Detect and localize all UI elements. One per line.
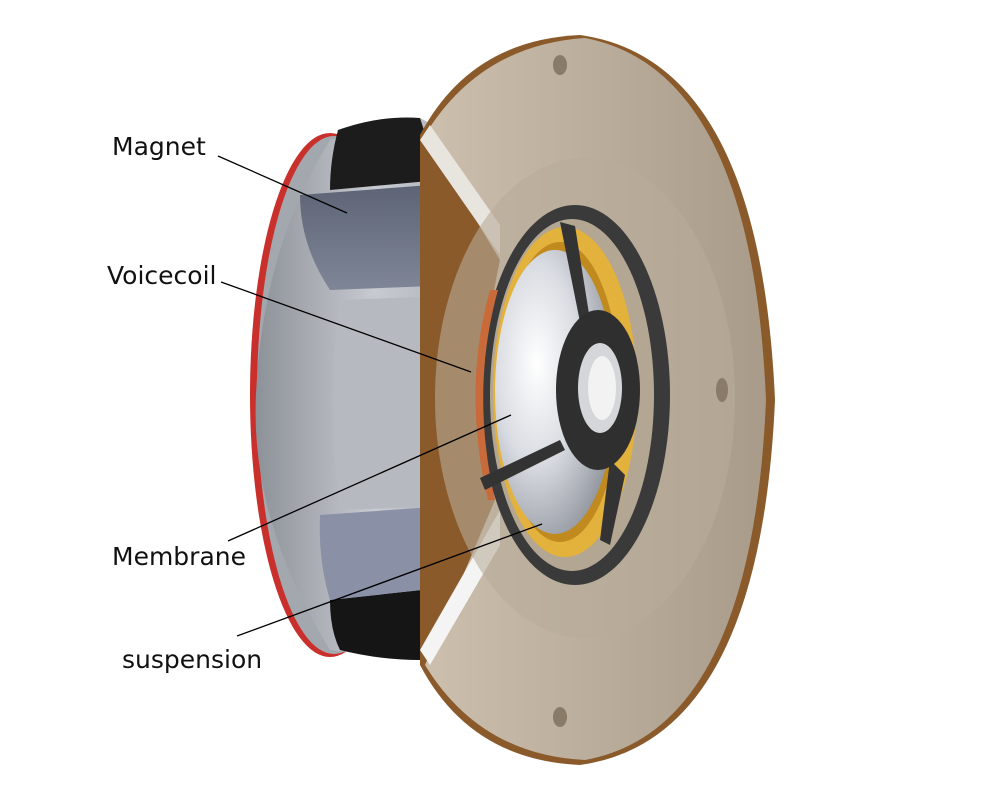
spider-arm-right — [600, 460, 625, 545]
mounting-hole-bottom — [553, 707, 567, 727]
leader-line-suspension — [236, 523, 543, 637]
mounting-hole-top — [553, 55, 567, 75]
voice-coil — [475, 290, 498, 500]
face-plate-cut-top — [420, 125, 500, 255]
spider-arm-bottom — [480, 440, 565, 490]
phase-plug-hole-inner — [588, 356, 616, 420]
mounting-hole-right — [716, 378, 728, 402]
magnet-top — [330, 117, 440, 190]
leader-line-voicecoil — [220, 281, 472, 373]
magnet-label: Magnet — [112, 132, 206, 161]
spider-arm-top — [560, 222, 590, 322]
magnet-bottom — [330, 588, 440, 660]
membrane-label: Membrane — [112, 542, 246, 571]
suspension-label: suspension — [122, 645, 263, 674]
voicecoil-label: Voicecoil — [107, 261, 217, 290]
leader-line-membrane — [227, 414, 512, 542]
leader-line-magnet — [217, 155, 348, 214]
